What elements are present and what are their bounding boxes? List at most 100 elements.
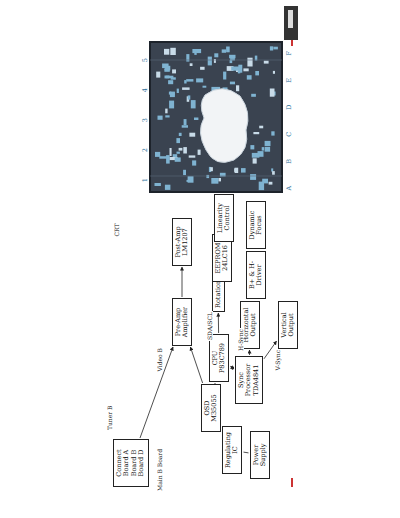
- box-label: Horizontal Output: [243, 305, 258, 345]
- pcb-part: [177, 89, 179, 93]
- pcb-part: [273, 47, 278, 50]
- pcb-trace: [150, 176, 282, 177]
- grid-reference: C: [286, 131, 293, 136]
- pcb-part: [175, 157, 181, 161]
- signal-connector: [140, 347, 173, 438]
- page-mark: [291, 40, 293, 46]
- box-label: Regulating IC: [225, 430, 240, 470]
- signal-label: Video B: [157, 347, 164, 372]
- pcb-part: [270, 46, 273, 50]
- pcb-part: [253, 132, 259, 134]
- pcb-part: [250, 145, 254, 149]
- pcb-part: [264, 61, 269, 64]
- pcb-part: [162, 64, 169, 69]
- pcb-part: [155, 183, 161, 186]
- pcb-part: [169, 101, 174, 109]
- pcb-part: [164, 49, 169, 55]
- pcb-part: [156, 72, 160, 78]
- pcb-board: [150, 42, 282, 192]
- pcb-part: [203, 86, 207, 88]
- pcb-part: [188, 176, 194, 183]
- pcb-part: [251, 94, 256, 97]
- pcb-part: [234, 168, 237, 172]
- pcb-part: [252, 153, 260, 158]
- grid-reference: B: [286, 158, 293, 163]
- grid-reference: 5: [142, 58, 149, 62]
- pcb-part: [184, 80, 186, 83]
- signal-label: SDA/SCL: [207, 311, 214, 341]
- pcb-part: [179, 133, 182, 136]
- pcb-part: [222, 49, 226, 52]
- page-mark: [291, 478, 293, 487]
- box-label: CPU P83C789: [212, 338, 227, 378]
- grid-reference: F: [286, 50, 293, 55]
- process-box: Linearity Control: [214, 194, 235, 242]
- pcb-part: [273, 71, 275, 74]
- signal-label: CRT: [114, 222, 121, 237]
- pcb-part: [272, 171, 275, 175]
- grid-reference: 3: [142, 118, 149, 122]
- pcb-part: [182, 87, 190, 90]
- pcb-part: [182, 125, 188, 128]
- signal-label: Main B Board: [157, 448, 164, 492]
- pcb-part: [265, 141, 271, 146]
- pcb-part: [165, 185, 171, 190]
- pcb-part: [194, 50, 196, 55]
- pcb-part: [247, 58, 252, 67]
- pcb-part: [186, 79, 193, 82]
- pcb-part: [177, 152, 180, 154]
- pcb-part: [226, 47, 230, 53]
- pcb-part: [236, 85, 239, 91]
- process-box: Vertical Output: [278, 301, 299, 349]
- pcb-part: [241, 168, 246, 173]
- pcb-part: [183, 147, 187, 153]
- pcb-part: [269, 182, 273, 185]
- grid-reference: 4: [142, 88, 149, 92]
- signal-connector: [244, 452, 249, 454]
- box-label: Dynamic Focus: [249, 205, 264, 245]
- pcb-part: [191, 100, 196, 108]
- pcb-part: [186, 54, 189, 62]
- pcb-part: [247, 75, 252, 79]
- pcb-trace: [150, 60, 282, 61]
- pcb-part: [214, 59, 216, 63]
- process-box: Dynamic Focus: [246, 201, 267, 249]
- pcb-part: [188, 95, 191, 99]
- pcb-part: [218, 178, 221, 181]
- pcb-part: [214, 53, 218, 57]
- process-box: Sync Processor TDA4841: [235, 356, 263, 404]
- pcb-part: [235, 168, 239, 173]
- pcb-part: [170, 148, 172, 156]
- pcb-components: [155, 46, 278, 190]
- signal-connector: [249, 350, 250, 355]
- pcb-part: [170, 92, 175, 98]
- process-box: Connect Board A Board B Board D: [113, 439, 149, 487]
- pcb-part: [210, 167, 213, 171]
- pcb-part: [189, 133, 195, 137]
- box-label: Sync Processor TDA4841: [238, 360, 260, 400]
- signal-connector: [190, 347, 202, 383]
- pcb-part: [179, 148, 183, 151]
- signal-connector: [218, 313, 219, 333]
- box-label: Linearity Control: [217, 198, 232, 238]
- signal-connector: [231, 366, 235, 369]
- pcb-part: [259, 126, 263, 129]
- pcb-part: [155, 152, 160, 157]
- pcb-part: [168, 80, 173, 84]
- pcb-part: [176, 138, 180, 143]
- pcb-part: [271, 131, 274, 135]
- process-box: CPU P83C789: [209, 334, 230, 382]
- box-label: Connect Board A Board B Board D: [116, 443, 146, 483]
- pcb-part: [190, 63, 193, 66]
- box-label: Vertical Output: [281, 305, 296, 345]
- grid-reference: E: [286, 77, 293, 82]
- pcb-part: [229, 55, 235, 59]
- grid-reference: A: [286, 185, 293, 190]
- pcb-part: [250, 174, 256, 180]
- pcb-part: [165, 109, 167, 114]
- pcb-part: [255, 71, 259, 75]
- box-label: Pre-Amp Amplifier: [175, 302, 190, 342]
- pcb-part: [243, 68, 248, 71]
- pcb-part: [196, 78, 203, 82]
